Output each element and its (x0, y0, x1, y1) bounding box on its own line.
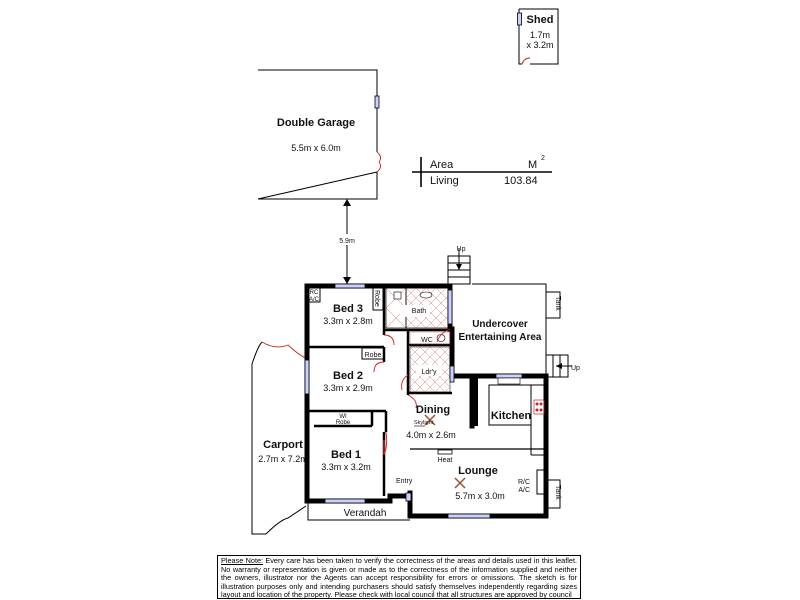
lounge-fan (454, 477, 466, 489)
dining-fan (424, 414, 436, 426)
bed3-robe: Robe (372, 287, 384, 311)
bed3-label: Bed 3 (333, 303, 363, 315)
bed3-rc-label: RC (310, 290, 319, 296)
bath-label: Bath (412, 308, 427, 315)
bed2-robe: Robe (361, 347, 385, 360)
kitchen-fixtures (497, 377, 545, 415)
entry-label: Entry (396, 478, 413, 485)
bed3-ac-label: A/C (309, 297, 320, 303)
heater: Heat (437, 449, 453, 464)
room-labels: Bed 3 3.3m x 2.8m Bed 2 3.3m x 2.9m Bed … (321, 303, 542, 501)
bed2-label: Bed 2 (333, 370, 363, 382)
stairs-right-label: Up (571, 365, 580, 372)
double-garage: Double Garage 5.5m x 6.0m (257, 69, 382, 200)
carport-label: Carport (263, 439, 303, 451)
shed-window (517, 12, 522, 26)
undercover-label-2: Entertaining Area (459, 332, 542, 343)
tank-top: Tank (545, 291, 561, 319)
stairs-top-label: Up (457, 246, 466, 253)
window-bed3-top (334, 283, 366, 289)
bed1-wi-robe: WI Robe (336, 414, 351, 426)
windows (304, 283, 523, 519)
gap-dimension-label: 5.9m (339, 238, 355, 245)
lounge-rc-ac: R/C A/C (518, 469, 545, 495)
disclaimer-text: Every care has been taken to verify the … (221, 556, 578, 599)
bed2-robe-label: Robe (365, 352, 382, 359)
window-bed2-left (304, 359, 310, 395)
window-lounge-bottom (447, 513, 491, 519)
tank-bottom-label: Tank (554, 485, 561, 500)
bathroom-fixtures: Bath (385, 287, 451, 329)
gap-dimension: 5.9m (335, 199, 359, 284)
window-kitchen (495, 373, 523, 379)
area-table: Area M 2 Living 103.84 (412, 155, 552, 187)
door-swings (373, 328, 451, 456)
skylight-label: Skylight (414, 420, 434, 426)
carport-dims: 2.7m x 7.2m (258, 454, 308, 464)
bed1-dims: 3.3m x 3.2m (321, 462, 371, 472)
bed3-robe-label: Robe (373, 290, 380, 307)
shed-label: Shed (527, 14, 554, 26)
lounge-rc-label: R/C (518, 479, 530, 486)
stairs-right: Up (545, 354, 580, 378)
entry-door-frame (405, 492, 412, 502)
bed3-dims: 3.3m x 2.8m (323, 316, 373, 326)
verandah-label: Verandah (344, 508, 387, 519)
bed3-rc-ac: RC A/C (307, 287, 321, 303)
area-header-label: Area (430, 159, 454, 171)
disclaimer-heading: Please Note: (221, 556, 264, 565)
lounge-label: Lounge (458, 465, 498, 477)
area-header-unit-sup: 2 (541, 155, 545, 162)
disclaimer-box: Please Note: Every care has been taken t… (217, 555, 581, 599)
wi-label: WI (339, 414, 347, 420)
kitchen-label: Kitchen (491, 410, 532, 422)
shed-dim-1: 1.7m (530, 30, 550, 40)
bed1-label: Bed 1 (331, 449, 361, 461)
shed: Shed 1.7m x 3.2m (517, 8, 559, 65)
bed2-dims: 3.3m x 2.9m (323, 383, 373, 393)
lounge-ac-label: A/C (518, 487, 530, 494)
area-header-unit: M (528, 159, 537, 171)
area-row-value: 103.84 (504, 175, 538, 187)
lounge-dims: 5.7m x 3.0m (455, 491, 505, 501)
stairs-top: Up (447, 246, 471, 285)
heater-label: Heat (438, 457, 453, 464)
undercover-label-1: Undercover (472, 319, 528, 330)
garage-dims: 5.5m x 6.0m (291, 143, 341, 153)
verandah: Verandah (307, 503, 410, 521)
dining-dims: 4.0m x 2.6m (406, 430, 456, 440)
wc-label: WC (421, 337, 433, 344)
dining-label: Dining (416, 404, 450, 416)
window-bath-right (447, 289, 453, 325)
wc: WC (409, 331, 451, 345)
carport: Carport 2.7m x 7.2m (251, 341, 308, 535)
tank-top-label: Tank (554, 296, 561, 311)
laundry-label: Ldr'y (422, 369, 437, 376)
garage-window (374, 95, 380, 109)
skylight: Skylight (414, 420, 434, 427)
garage-label: Double Garage (277, 117, 355, 129)
window-laundry (449, 365, 455, 383)
window-bed1-bottom (324, 498, 366, 504)
laundry: Ldr'y (409, 346, 451, 393)
area-row-label: Living (430, 175, 459, 187)
wi-robe-label: Robe (336, 420, 351, 426)
shed-dim-2: x 3.2m (526, 40, 553, 50)
